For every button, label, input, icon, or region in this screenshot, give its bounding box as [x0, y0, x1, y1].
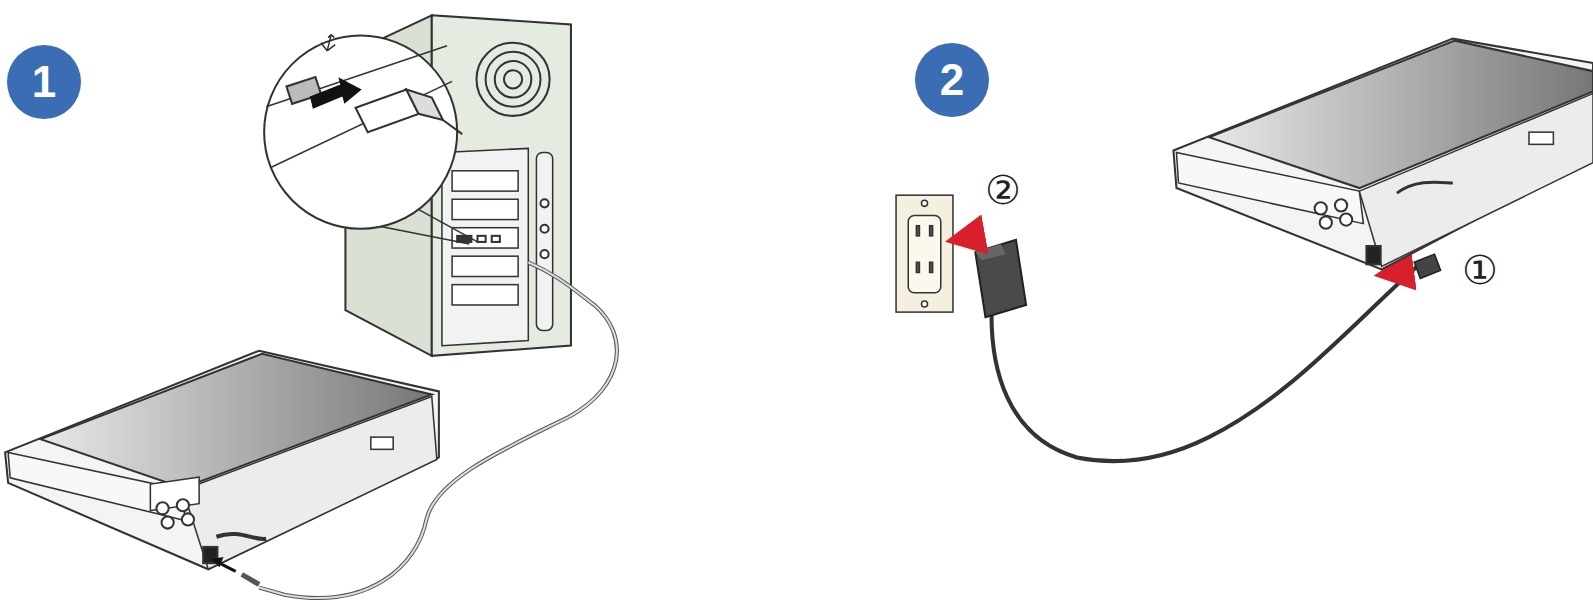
callout-number: ② [985, 170, 1021, 210]
step-number-circle: 1 [7, 45, 81, 119]
scanner [1173, 39, 1593, 270]
step-number: 1 [32, 60, 56, 104]
step-number-circle: 2 [915, 43, 989, 117]
callout-number: ① [1462, 250, 1498, 290]
scanner [5, 351, 439, 585]
usb-port-closeup [264, 35, 477, 244]
step-number: 2 [940, 58, 964, 102]
wall-outlet [896, 195, 953, 312]
power-adapter [955, 236, 1441, 461]
